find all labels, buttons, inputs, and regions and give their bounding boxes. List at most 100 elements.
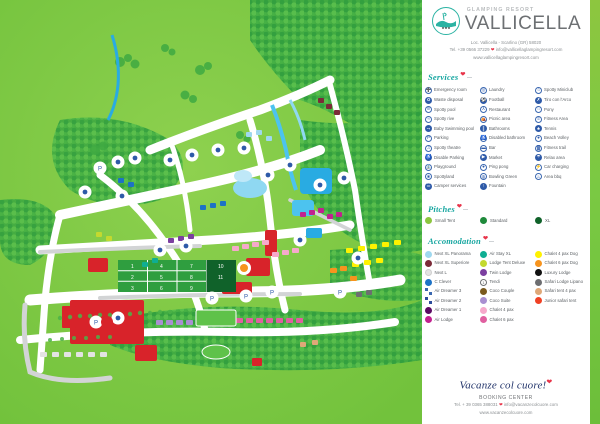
brand-phone: Tel. +39 0566 37229 <box>449 47 490 53</box>
service-label: Spotty Miniclub <box>544 87 574 93</box>
baby-pool-icon: ⤳ <box>425 125 432 133</box>
footer-booking-center: BOOKING CENTER <box>479 395 533 402</box>
accomodation-label: Chalet 4 pax <box>489 307 514 313</box>
legend-panel: GLAMPING RESORT VALLICELLA Loc. Vallicel… <box>422 0 590 424</box>
footer-website[interactable]: www.vacanzecolcuore.com <box>479 409 533 415</box>
fitness-area-icon: ≡ <box>535 115 542 123</box>
accomodation-label: Next XL Panorama <box>434 250 471 256</box>
service-label: Tiro con l'Arco <box>544 96 572 102</box>
river-icon: ≈ <box>425 115 432 123</box>
svg-text:11: 11 <box>218 275 223 281</box>
heart-icon: ❤ <box>456 203 463 210</box>
accomodation-legend-item: Chalet 4 pax Dog <box>535 249 590 258</box>
swatch-quadrant <box>425 300 428 304</box>
market-icon: ▶ <box>480 154 487 162</box>
spottyland-icon: ❀ <box>425 173 432 181</box>
swatch-quadrant <box>425 291 428 295</box>
fountain-icon: ↑ <box>480 183 487 191</box>
accomodation-legend-item: Twin Lodge <box>480 268 535 277</box>
service-label: Bathrooms <box>489 125 510 131</box>
service-label: Bowling Green <box>489 173 518 179</box>
service-label: Spotty pool <box>434 106 456 112</box>
accomodation-color-swatch <box>535 288 542 296</box>
restaurant-icon: ⅄ <box>480 106 487 114</box>
service-item: ≡Fitness Area <box>535 115 590 125</box>
svg-text:7: 7 <box>190 264 193 270</box>
accomodation-color-swatch <box>535 278 542 286</box>
service-item: ⤳Baby Swimming pool <box>425 124 480 134</box>
heading-tick <box>466 77 472 79</box>
accomodation-color-swatch <box>425 306 432 314</box>
accomodation-label: Twin Lodge <box>489 269 512 275</box>
swatch-quadrant <box>428 288 432 292</box>
svg-text:6: 6 <box>160 286 163 292</box>
services-heading-text: Services <box>428 71 459 82</box>
heart-icon: ❤ <box>460 71 466 78</box>
svg-text:1: 1 <box>131 264 134 270</box>
accomodation-label: Air Dreamer 1 <box>434 307 462 313</box>
service-item: ⚽Football <box>480 95 535 105</box>
accomodation-legend-item: Next L <box>425 268 480 277</box>
pitch-label: XL <box>545 218 551 224</box>
accomodation-color-swatch <box>535 297 542 305</box>
service-item: ▓Fitness trail <box>535 143 590 153</box>
pitch-color-swatch <box>480 217 487 225</box>
miniclub-icon: ☃ <box>535 87 542 95</box>
service-label: Baby Swimming pool <box>434 125 475 131</box>
playground-icon: ⛲ <box>425 163 432 171</box>
brand-website[interactable]: www.vallicellaglampingresort.com <box>473 54 539 60</box>
services-grid: ➕Emergency room♻Waste disposal≋Spotty po… <box>422 86 590 192</box>
accomodation-legend-item: Air Dreamer 3 <box>425 287 480 296</box>
service-item: ▬Bar <box>480 143 535 153</box>
accomodation-label: Junior safari tent <box>544 297 577 303</box>
pitch-legend-item: XL <box>535 217 590 225</box>
disabled-bathroom-icon: ♿ <box>480 135 487 143</box>
brand-address: Loc. Vallicella - Scarlino (GR) 58020 <box>470 40 542 45</box>
bar-icon: ▬ <box>480 144 487 152</box>
pony-icon: ♘ <box>535 106 542 114</box>
accomodation-color-swatch <box>425 269 432 277</box>
accomodation-legend-item: Chalet 6 pax <box>480 315 535 324</box>
service-label: Beach Volley <box>544 135 569 141</box>
services-column-2: ◎Laundry⚽Football⅄Restaurant⛺Picnic area… <box>480 86 535 192</box>
footer: Vacanze col cuore!❤ BOOKING CENTER Tel. … <box>422 378 590 416</box>
service-label: Camper services <box>434 183 467 189</box>
service-label: Parking <box>434 135 449 141</box>
service-label: Spotty rive <box>434 116 455 122</box>
footer-email[interactable]: info@vacanzecolcuore.com <box>503 402 558 408</box>
brand-email[interactable]: info@vallicellaglampingresort.com <box>495 47 563 53</box>
accomodation-legend-item: Air Dreamer 1 <box>425 306 480 315</box>
svg-text:4: 4 <box>160 264 163 270</box>
accomodation-label: Coco Suite <box>489 297 511 303</box>
service-item: ◎Laundry <box>480 86 535 96</box>
heading-tick <box>489 240 495 242</box>
service-item: ≋Spotty pool <box>425 105 480 115</box>
service-item: ☰Camper services <box>425 182 480 192</box>
service-item: ☂Relax area <box>535 153 590 163</box>
svg-text:8: 8 <box>190 275 193 281</box>
accomodation-legend-item: Air Stay XL <box>480 249 535 258</box>
parking-pins: P P P P P P <box>94 167 342 327</box>
swatch-quadrant <box>425 297 428 301</box>
pitch-color-swatch <box>425 217 432 225</box>
service-label: Ping pong <box>489 164 509 170</box>
theatre-icon: ♫ <box>425 144 432 152</box>
service-item: ♫Spotty theatre <box>425 143 480 153</box>
pitch-label: Small Tent <box>435 218 455 224</box>
brand-name: VALLICELLA <box>464 12 582 34</box>
heading-tick <box>463 208 469 210</box>
car-charging-icon: ⚡ <box>535 163 542 171</box>
service-item: ↑Fountain <box>480 182 535 192</box>
accomodation-label: Air Dreamer 3 <box>434 288 462 294</box>
service-label: Pony <box>544 106 554 112</box>
pitch-color-swatch <box>535 217 542 225</box>
accomodation-legend-item: Coco Suite <box>480 296 535 305</box>
service-item: ║Bathrooms <box>480 124 535 134</box>
service-item: ➕Emergency room <box>425 86 480 96</box>
svg-text:P: P <box>98 167 102 173</box>
